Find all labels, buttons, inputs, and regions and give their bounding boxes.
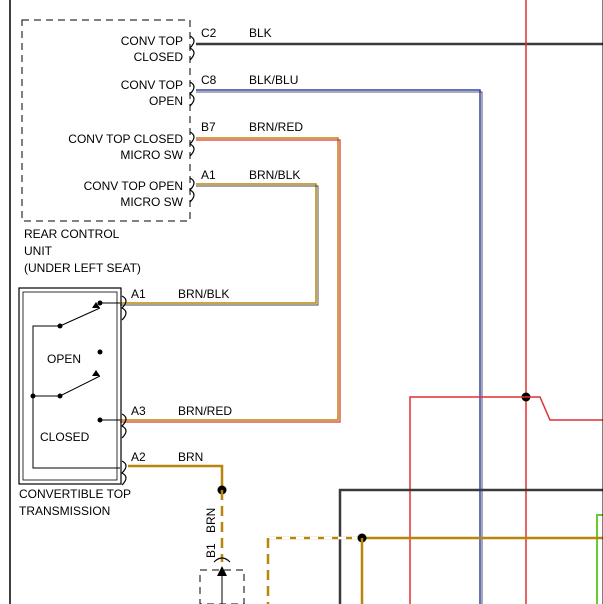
tx-switch-lower-blade <box>33 375 101 397</box>
pin-b1: B1 <box>204 543 218 558</box>
pin-b7: B7 <box>201 120 216 134</box>
wire-red-left-branch <box>409 396 526 604</box>
tx-switch-upper-blade <box>59 307 101 327</box>
a1-rcu-connector-icon <box>188 177 195 203</box>
conv-top-open-label-1: CONV TOP <box>121 78 183 92</box>
a3-tx-connector-icon <box>120 413 127 439</box>
tx-open-label: OPEN <box>47 352 81 366</box>
transmission-inner-box <box>22 291 118 481</box>
tx-closed-label: CLOSED <box>40 430 90 444</box>
tx-line-common <box>32 325 120 469</box>
b1-component-box <box>199 569 245 604</box>
wire-red-right-branch <box>526 396 603 421</box>
wire-b7-red-stripe <box>120 139 341 423</box>
wire-c8-blue <box>196 89 481 604</box>
tx-switch-lower-arrow <box>92 370 100 376</box>
wire-label-a1-rcu: BRN/BLK <box>249 168 300 182</box>
pin-a1-tx: A1 <box>131 287 146 301</box>
c2-connector-icon <box>188 35 195 61</box>
conv-top-open-label-2: OPEN <box>149 94 183 108</box>
transmission-box <box>18 287 122 485</box>
wire-label-a1-tx: BRN/BLK <box>178 287 229 301</box>
tx-contact-a1 <box>97 300 103 306</box>
wire-green <box>596 514 603 604</box>
wire-a2-brown <box>128 464 224 490</box>
conv-top-open-micro-label-1: CONV TOP OPEN <box>84 179 183 193</box>
a1-tx-connector-icon <box>120 295 127 321</box>
wire-label-b1-vertical: BRN <box>204 508 218 533</box>
wire-a1-black-stripe <box>120 185 319 306</box>
pin-a1-rcu: A1 <box>201 168 216 182</box>
b1-terminal-arrow <box>217 566 227 576</box>
conv-top-closed-micro-label-2: MICRO SW <box>120 148 183 162</box>
conv-top-closed-label-1: CONV TOP <box>121 34 183 48</box>
tx-caption-2: TRANSMISSION <box>19 504 110 518</box>
rear-control-unit-box <box>21 19 191 222</box>
wire-label-a3-tx: BRN/RED <box>178 404 232 418</box>
pin-c2: C2 <box>201 26 217 40</box>
wire-label-c8: BLK/BLU <box>249 73 298 87</box>
wire-label-c2: BLK <box>249 26 272 40</box>
b7-connector-icon <box>188 131 195 157</box>
tx-caption-1: CONVERTIBLE TOP <box>19 487 131 501</box>
wire-b7-brown <box>120 137 339 421</box>
rcu-caption-3: (UNDER LEFT SEAT) <box>24 261 141 275</box>
conv-top-closed-micro-label-1: CONV TOP CLOSED <box>68 132 183 146</box>
tx-pivot-lower <box>57 393 63 399</box>
conv-top-open-micro-label-2: MICRO SW <box>120 195 183 209</box>
c8-connector-icon <box>188 81 195 107</box>
a2-tx-connector-icon <box>120 460 127 486</box>
b1-connector-icon <box>213 557 231 563</box>
rcu-caption-1: REAR CONTROL <box>24 227 120 241</box>
wire-a1-brown <box>120 183 317 304</box>
tx-switch-upper-arrow <box>92 302 100 308</box>
wire-black-lower <box>338 488 603 604</box>
pin-a3-tx: A3 <box>131 404 146 418</box>
wire-c8-black-stripe <box>196 91 483 604</box>
conv-top-closed-label-2: CLOSED <box>134 50 184 64</box>
rcu-caption-2: UNIT <box>24 244 53 258</box>
pin-c8: C8 <box>201 73 217 87</box>
wire-label-a2-tx: BRN <box>178 450 203 464</box>
wire-label-b7: BRN/RED <box>249 120 303 134</box>
tx-contact-open <box>97 349 103 355</box>
pin-a2-tx: A2 <box>131 450 146 464</box>
